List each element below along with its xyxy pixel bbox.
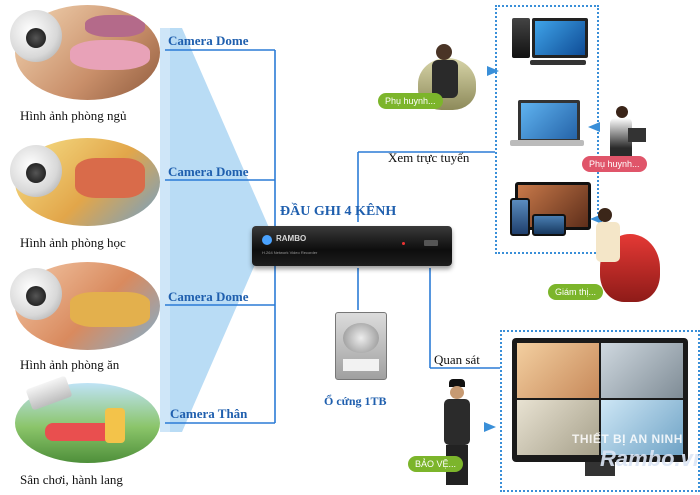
parent-tag: Phụ huynh... <box>582 156 647 172</box>
arrow-right-icon <box>484 422 496 432</box>
parent-tag: Phụ huynh... <box>378 93 443 109</box>
person-head-icon <box>436 44 452 60</box>
surveillance-monitor <box>512 338 688 462</box>
online-view-label: Xem trực tuyến <box>388 150 470 165</box>
smartphone-icon <box>532 214 566 236</box>
funnel-arrow <box>160 28 270 432</box>
guard-cap-icon <box>449 379 465 387</box>
camera-caption: Hình ảnh phòng học <box>20 235 126 250</box>
camera-type-label: Camera Dome <box>168 164 249 179</box>
camera-feed-tile <box>517 400 599 455</box>
child-figure <box>70 40 150 70</box>
person-body-icon <box>610 118 632 168</box>
usb-port-icon <box>424 240 438 246</box>
arrow-left-icon <box>588 122 600 132</box>
monitoring-box <box>500 330 700 492</box>
lens-icon <box>26 286 46 306</box>
watermark-line1: THIẾT BỊ AN NINH <box>572 432 683 446</box>
laptop-icon <box>518 100 580 142</box>
person-body-icon <box>444 399 470 445</box>
camera-type-label: Camera Thân <box>170 406 248 421</box>
dome-camera-icon <box>10 145 62 197</box>
camera-caption: Hình ảnh phòng ngủ <box>20 108 127 123</box>
lens-icon <box>26 163 46 183</box>
camera-feed-tile <box>601 343 683 398</box>
supervisor-tag: Giám thị... <box>548 284 604 300</box>
keyboard-icon <box>530 60 586 65</box>
desktop-monitor-icon <box>532 18 588 58</box>
guard-tag: BẢO VỆ... <box>408 456 464 472</box>
camera-caption: Hình ảnh phòng ăn <box>20 357 120 372</box>
arrow-right-icon <box>487 66 499 76</box>
hard-drive-label-icon <box>343 359 379 371</box>
monitor-stand-icon <box>585 462 615 476</box>
camera-feed-tile <box>517 343 599 398</box>
hdd-label: Ổ cứng 1TB <box>324 394 387 408</box>
person-head-icon <box>598 208 612 222</box>
brand-logo-icon <box>262 235 272 245</box>
person-head-icon <box>616 106 628 118</box>
desktop-tower-icon <box>512 18 530 58</box>
dvr-brand: RAMBO <box>276 234 307 243</box>
led-icon <box>402 242 405 245</box>
dome-camera-icon <box>10 268 62 320</box>
dvr-title: ĐẦU GHI 4 KÊNH <box>280 204 397 219</box>
child-figure <box>85 15 145 37</box>
laptop-base-icon <box>510 140 584 146</box>
person-body-icon <box>432 60 458 98</box>
person-body-icon <box>596 222 620 262</box>
camera-caption: Sân chơi, hành lang <box>20 472 123 487</box>
playground-equipment <box>105 408 125 443</box>
child-figure <box>75 158 145 198</box>
watermark-line2: Rambo.vn <box>600 446 700 471</box>
dvr-model: H.264 Network Video Recorder <box>262 250 318 255</box>
dvr-recorder: RAMBO H.264 Network Video Recorder <box>252 226 452 266</box>
camera-type-label: Camera Dome <box>168 33 249 48</box>
smartphone-icon <box>510 198 530 236</box>
camera-grid <box>517 343 683 455</box>
lens-icon <box>26 28 46 48</box>
hard-drive <box>335 312 387 380</box>
camera-type-label: Camera Dome <box>168 289 249 304</box>
monitoring-label: Quan sát <box>434 352 480 367</box>
person-head-icon <box>450 386 464 399</box>
laptop-small-icon <box>628 128 646 142</box>
child-figure <box>70 292 150 327</box>
dome-camera-icon <box>10 10 62 62</box>
camera-feed-tile <box>601 400 683 455</box>
hard-drive-platter-icon <box>343 323 379 353</box>
